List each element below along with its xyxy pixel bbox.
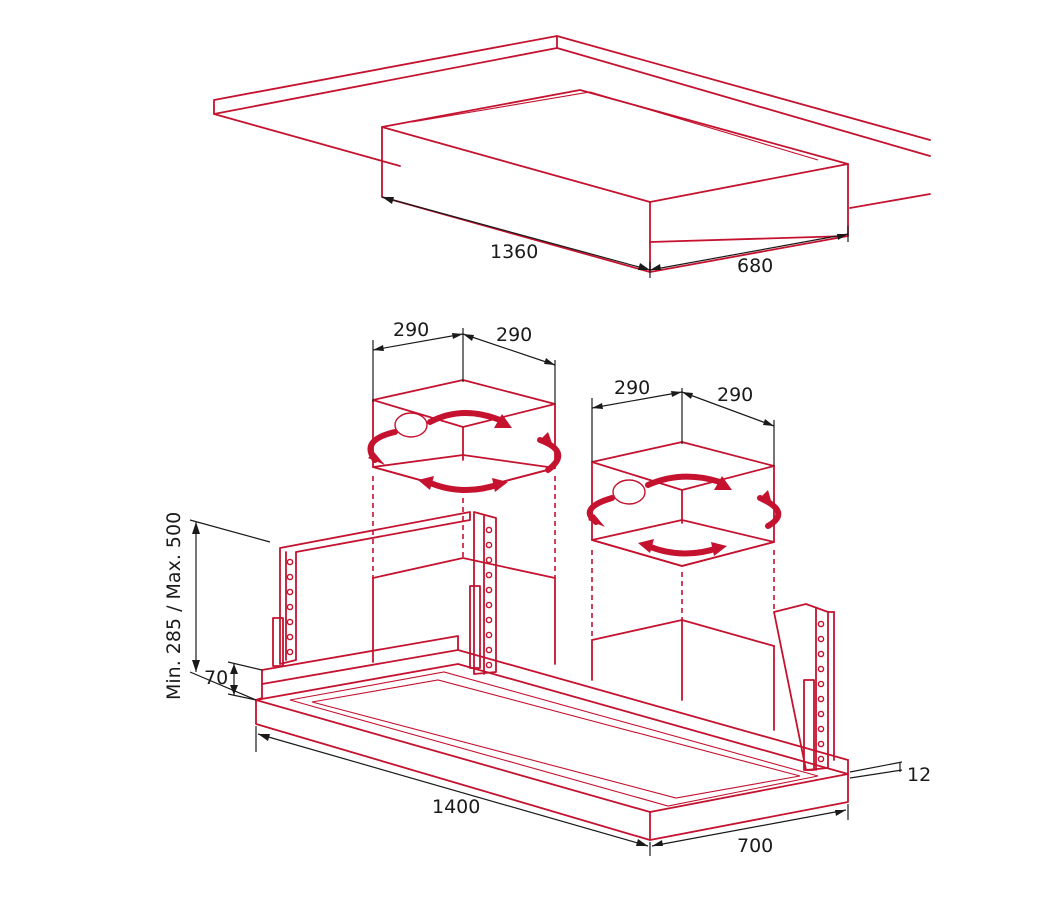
hood-thickness-dimension — [849, 761, 903, 779]
cutout-length-label: 1360 — [490, 241, 538, 263]
motor-box-left — [372, 379, 556, 493]
motor-left-width-a-label: 290 — [393, 319, 429, 341]
hood-upper-frame — [372, 557, 775, 731]
hood-depth-label: 700 — [737, 835, 773, 857]
motor-right-width-b-label: 290 — [717, 384, 753, 406]
motor-box-left-width-dims — [372, 328, 556, 404]
motor-box-right-width-dims — [591, 388, 775, 466]
bracket-left — [272, 511, 497, 675]
cutout-depth-label: 680 — [737, 255, 773, 277]
cutout-length-dimension — [381, 196, 651, 278]
ceiling-panel — [213, 35, 931, 209]
frame-height-label: 70 — [204, 667, 228, 689]
motor-position-dashes — [372, 476, 775, 640]
ceiling-cutout — [381, 89, 849, 273]
height-range-dimension — [189, 519, 271, 701]
motor-box-left-airflow-arrows — [367, 409, 562, 494]
cutout-depth-dimension — [649, 226, 849, 271]
motor-box-right-airflow-arrows — [586, 473, 782, 557]
hood-thickness-label: 12 — [907, 764, 931, 786]
hood-length-dimension — [255, 726, 651, 856]
motor-left-width-b-label: 290 — [496, 324, 532, 346]
motor-right-width-a-label: 290 — [614, 377, 650, 399]
height-range-label: Min. 285 / Max. 500 — [163, 512, 185, 700]
hood-length-label: 1400 — [432, 796, 480, 818]
hood-body — [255, 635, 849, 841]
frame-height-dimension — [227, 661, 263, 701]
motor-box-right — [591, 441, 775, 567]
bracket-right — [773, 603, 835, 771]
hood-depth-dimension — [651, 804, 849, 847]
